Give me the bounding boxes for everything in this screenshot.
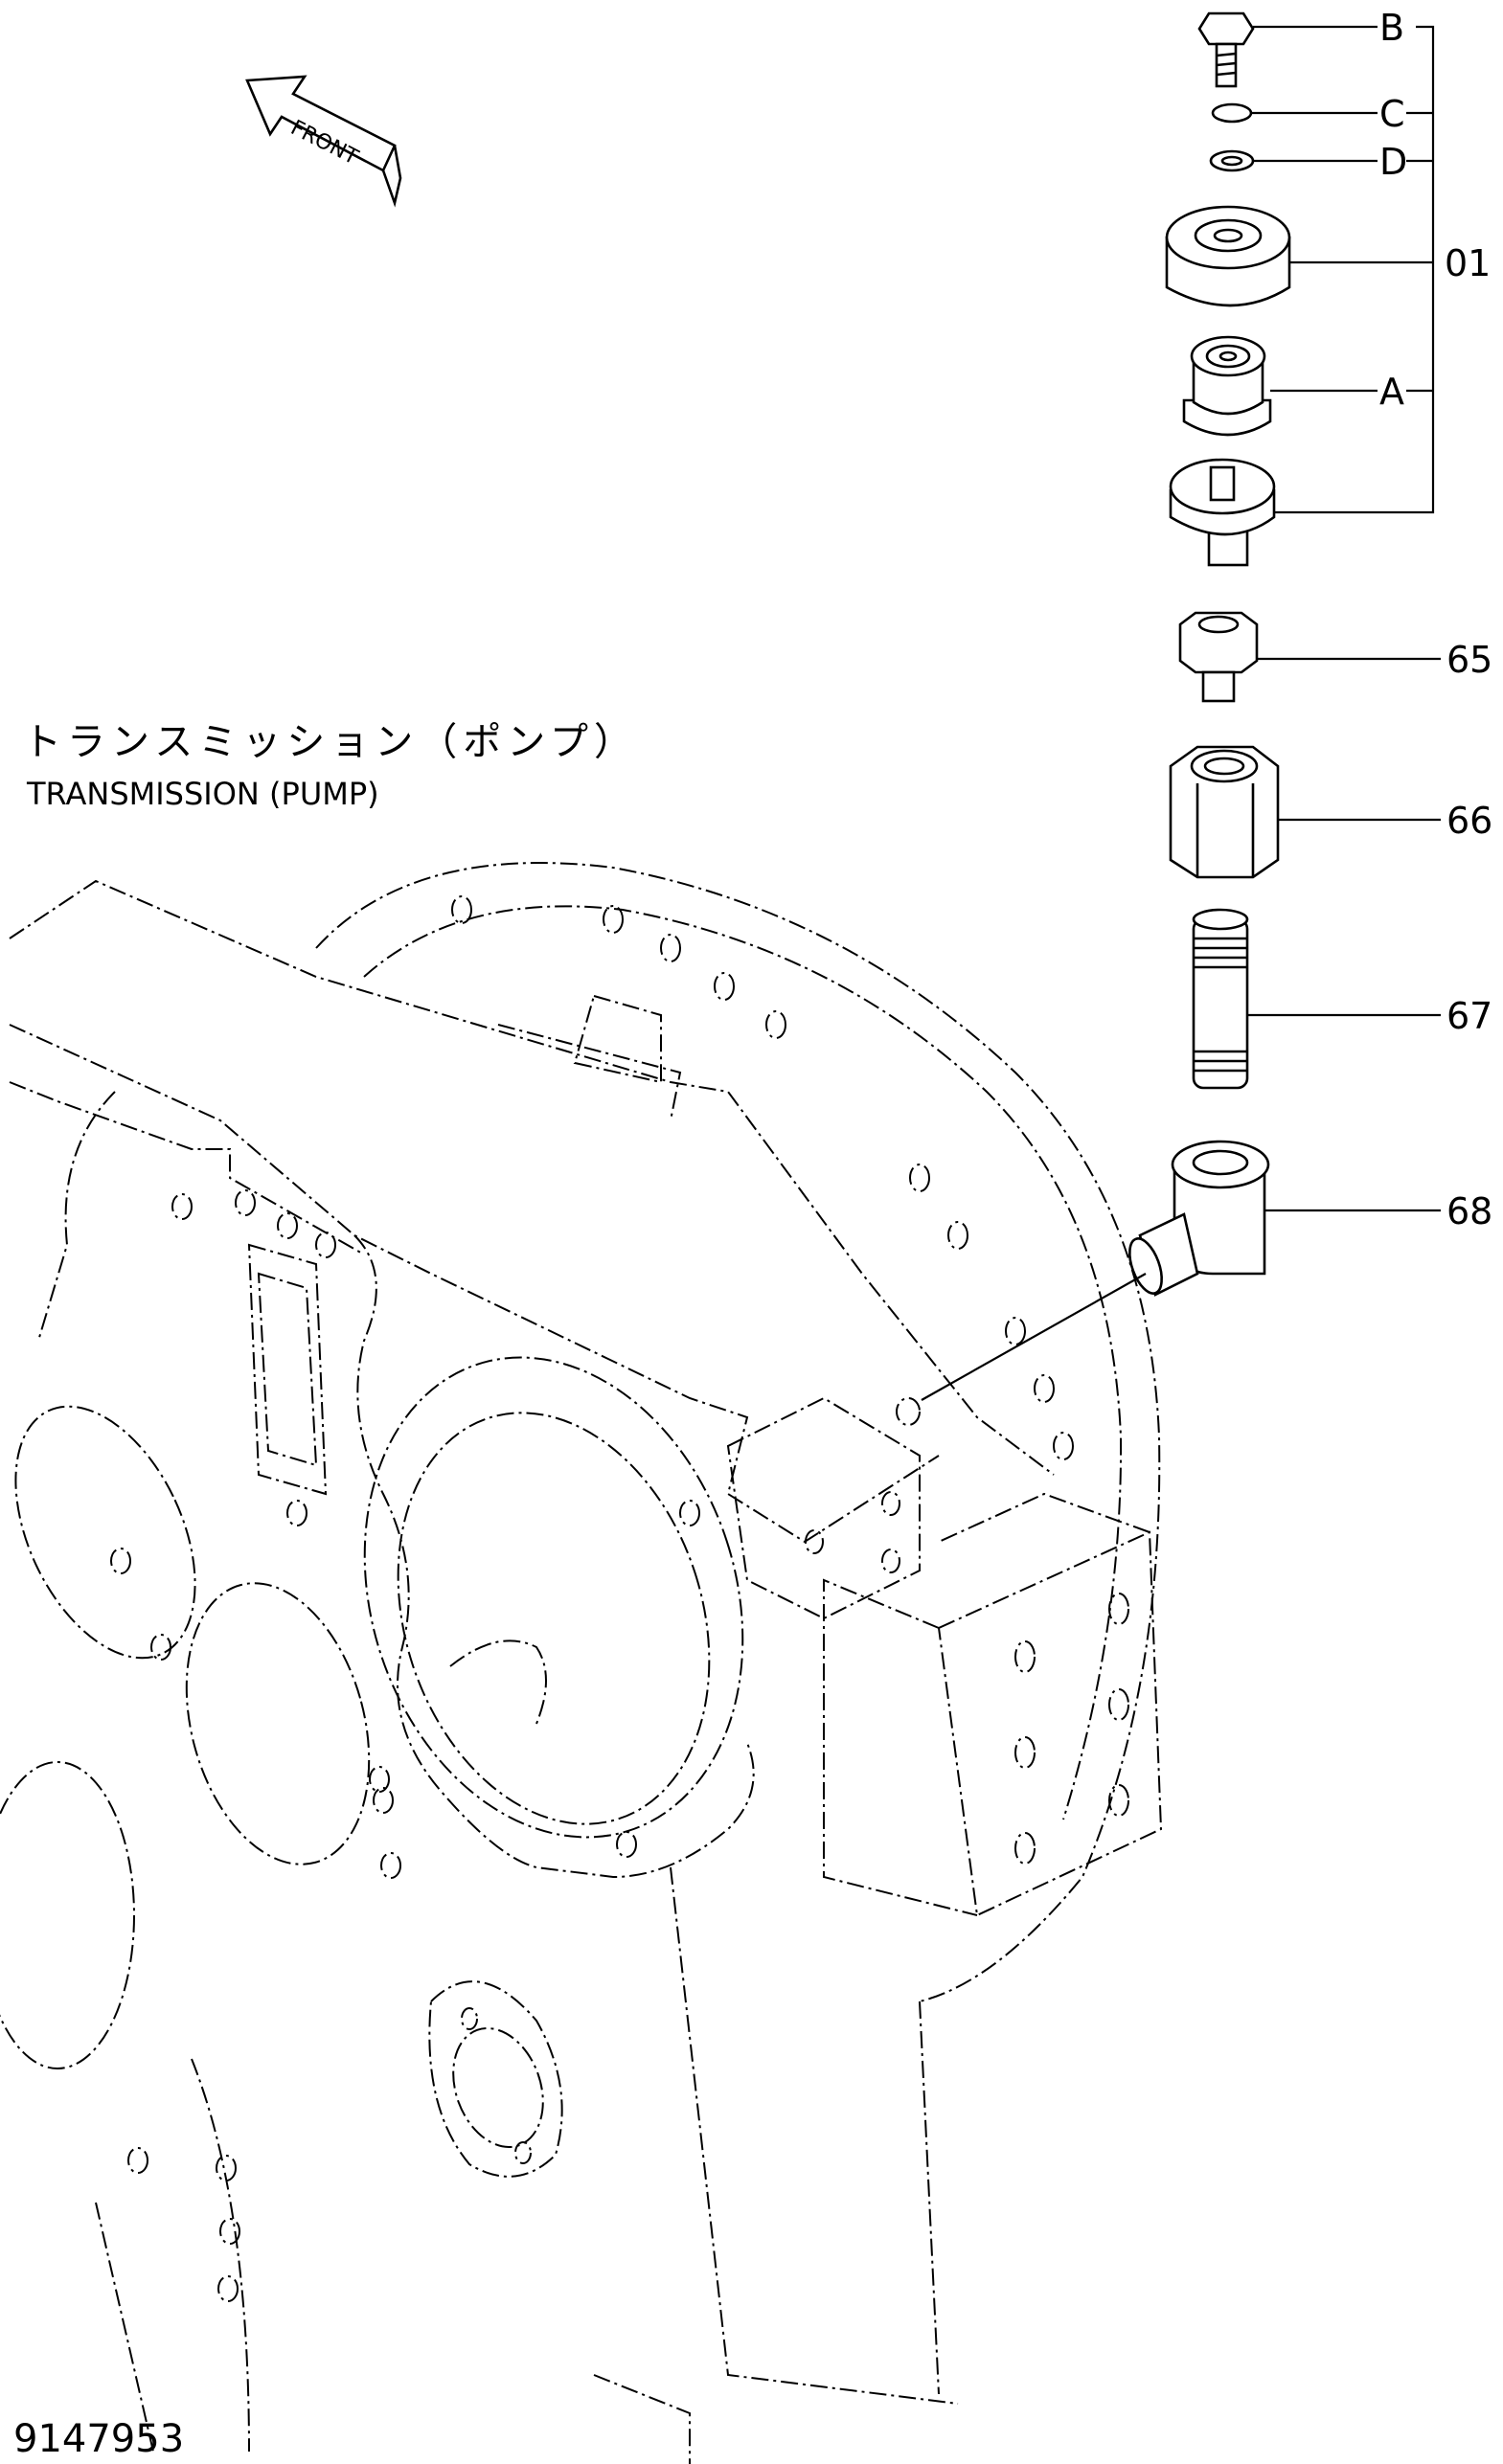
transmission-housing [0,862,1163,2464]
nipple-65-icon [1178,611,1259,703]
callout-a: A [1379,371,1404,413]
callout-01: 01 [1445,242,1491,284]
title-japanese: トランスミッション（ポンプ） [23,720,638,764]
cap-01-icon [1165,205,1291,307]
callout-65: 65 [1446,639,1492,681]
piston-a-icon [1182,335,1272,437]
front-arrow-icon: FRONT [245,75,402,208]
pipe-67-icon [1192,908,1249,1090]
snap-ring-c-icon [1211,102,1253,124]
callout-66: 66 [1446,800,1492,842]
washer-d-icon [1209,149,1255,172]
elbow-68-icon [1128,1140,1270,1297]
callout-b: B [1379,7,1404,49]
callout-c: C [1379,93,1405,135]
callout-d: D [1379,141,1407,183]
document-number: 9147953 [13,2417,184,2461]
callout-68: 68 [1446,1190,1492,1232]
valve-body-icon [1169,458,1276,567]
title-english: TRANSMISSION (PUMP) [26,776,379,812]
bolt-b-icon [1197,11,1255,88]
callout-67: 67 [1446,995,1492,1037]
coupling-66-icon [1169,745,1280,879]
